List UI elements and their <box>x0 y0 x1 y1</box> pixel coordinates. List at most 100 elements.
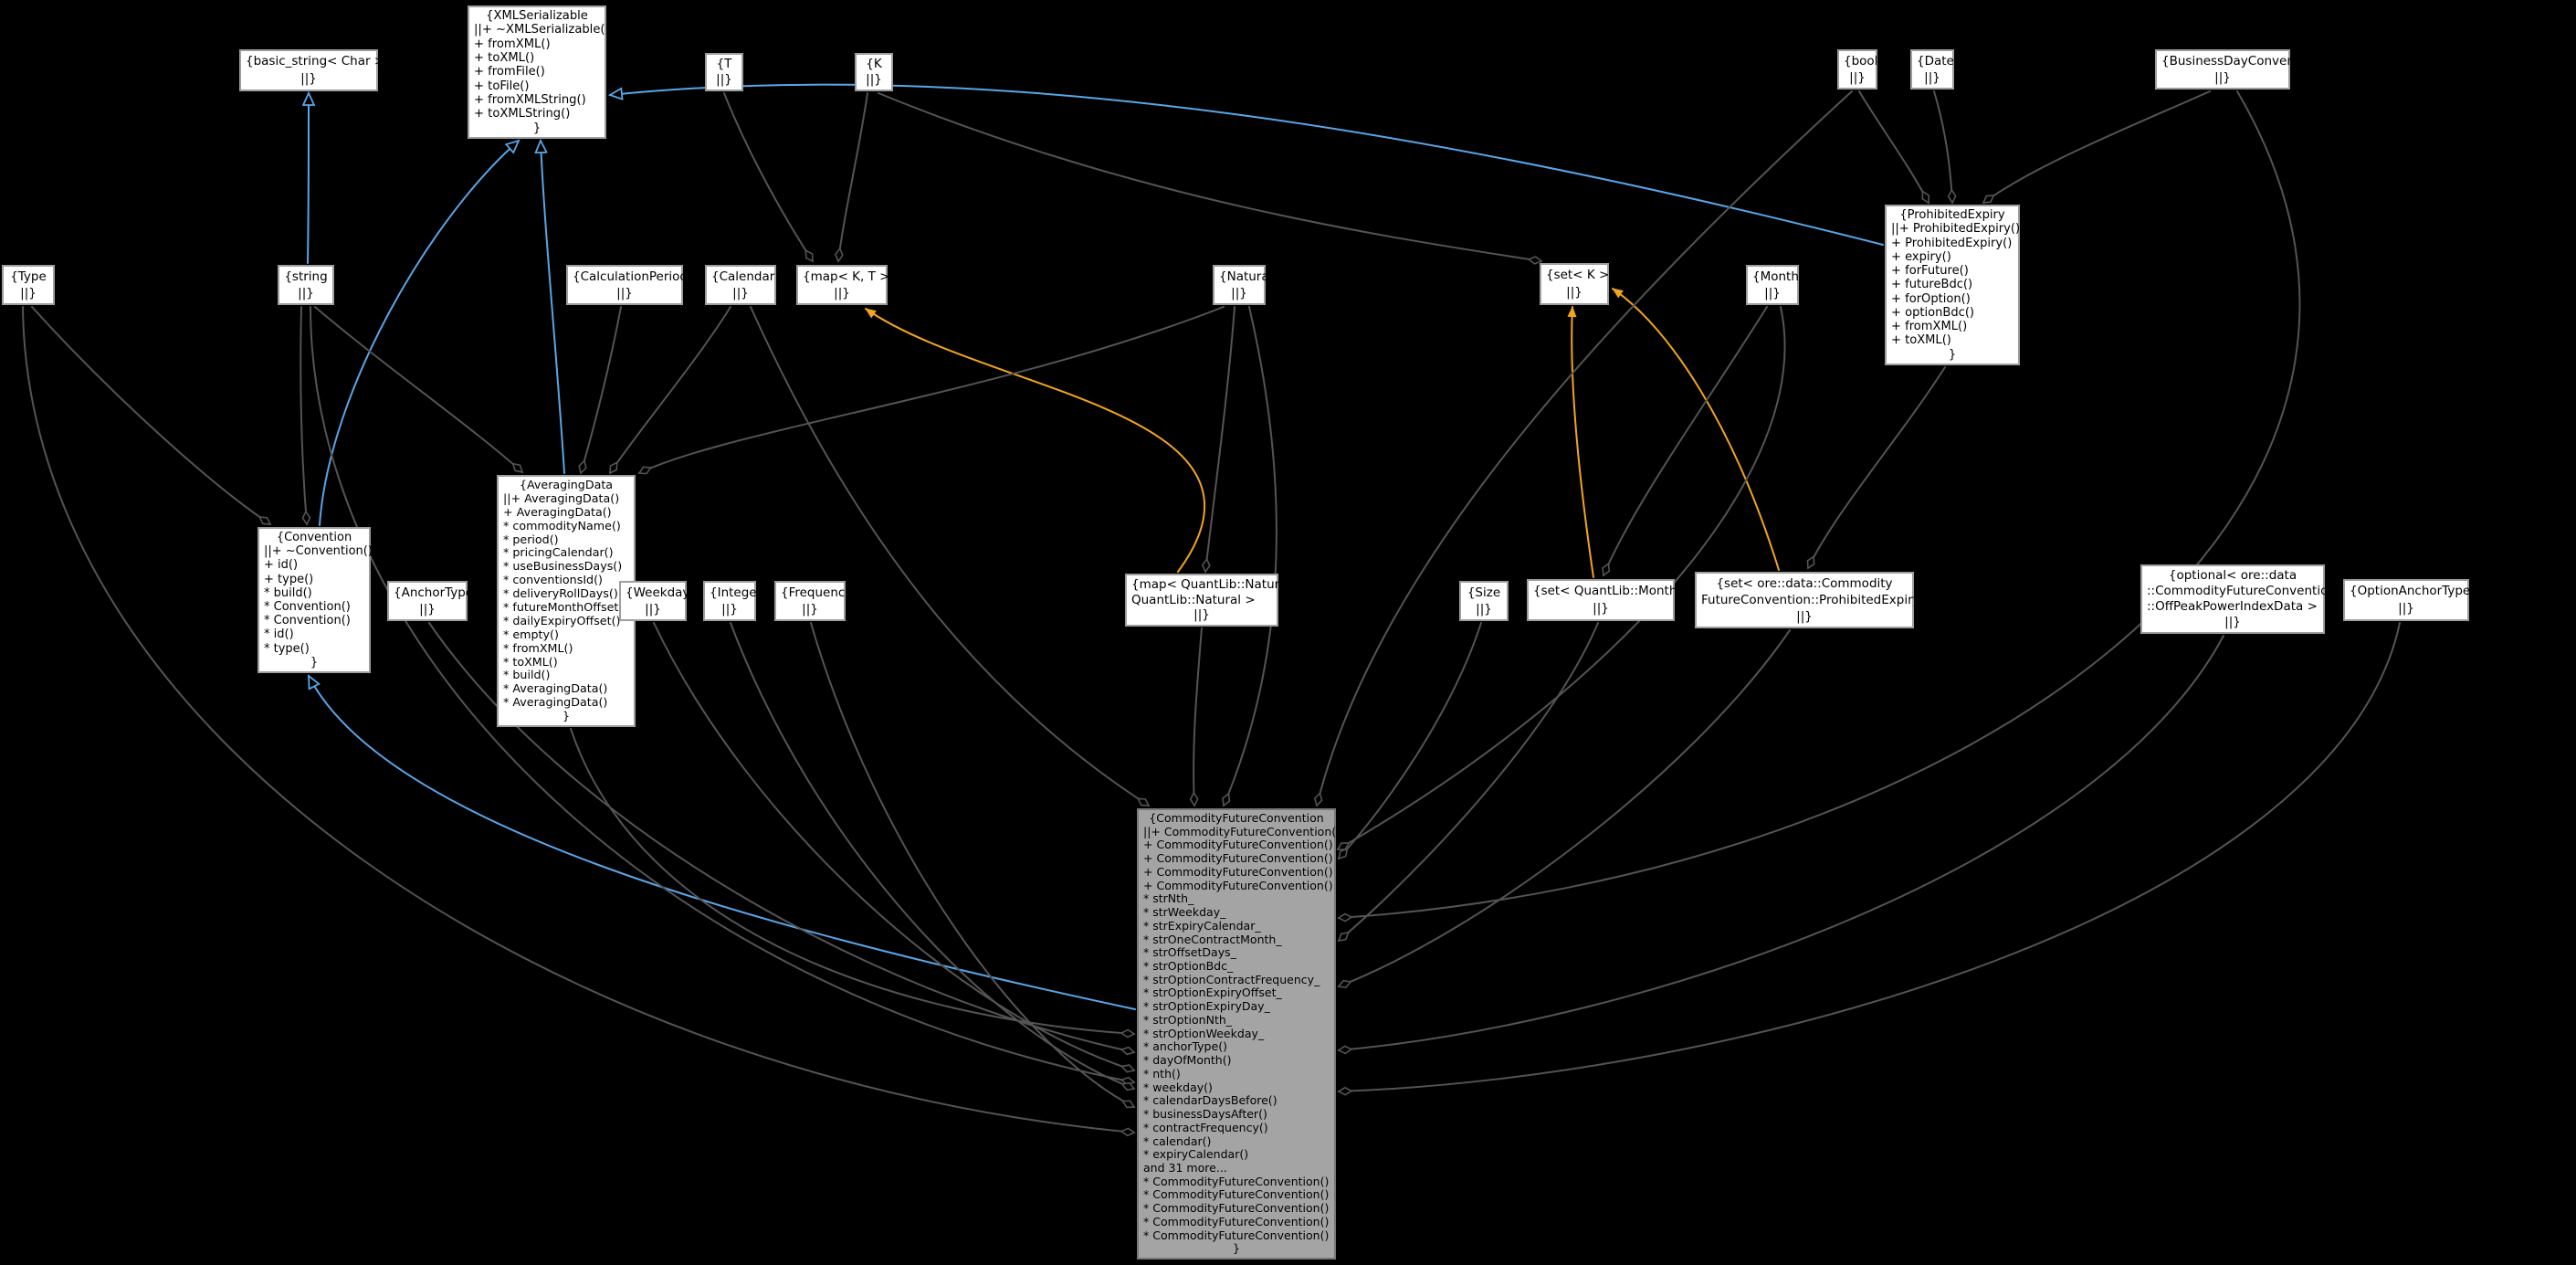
class-member: ||} <box>419 602 436 617</box>
usage-edge <box>22 306 1134 1133</box>
class-node-frequency[interactable]: {Frequency||} <box>774 581 852 621</box>
class-member: + fromXML() <box>1891 320 1968 334</box>
class-node-prohibitedexpiry[interactable]: {ProhibitedExpiry||+ ProhibitedExpiry()+… <box>1885 205 2020 365</box>
class-member: ||+ ~Convention() <box>264 544 373 559</box>
class-member: ||} <box>616 286 633 300</box>
class-title: {string <box>284 269 328 284</box>
class-member: * CommodityFutureConvention() <box>1143 1228 1330 1242</box>
class-title: {Date <box>1917 54 1954 69</box>
class-member: ||} <box>1593 601 1609 616</box>
class-member: * Convention() <box>264 614 351 628</box>
class-node-set-month[interactable]: {set< QuantLib::Month >||} <box>1527 579 1691 621</box>
class-node-calculationperiod[interactable]: {CalculationPeriod||} <box>566 265 688 305</box>
class-member: * toXML() <box>503 654 558 669</box>
class-title: {Integer <box>710 585 762 600</box>
class-member: ||} <box>20 286 37 300</box>
class-member: * expiryCalendar() <box>1143 1147 1249 1162</box>
class-node-xmlserializable[interactable]: {XMLSerializable||+ ~XMLSerializable()+ … <box>468 5 610 139</box>
class-member: * strOptionExpiryDay_ <box>1143 999 1270 1014</box>
class-member: * pricingCalendar() <box>503 545 614 560</box>
class-member: + expiry() <box>1891 249 1951 264</box>
class-member: + toXML() <box>474 51 535 65</box>
class-node-t-param[interactable]: {T||} <box>705 53 743 91</box>
class-member: ||} <box>721 602 738 617</box>
class-member: + optionBdc() <box>1891 305 1975 320</box>
class-member: * calendarDaysBefore() <box>1143 1093 1277 1108</box>
class-member: + forOption() <box>1891 291 1971 306</box>
class-node-optionanchortype[interactable]: {OptionAnchorType||} <box>2343 579 2470 621</box>
class-title: {T <box>716 57 732 71</box>
inheritance-edge <box>319 141 519 526</box>
class-member: * strOffsetDays_ <box>1143 945 1236 960</box>
class-title: {Natural <box>1219 269 1273 284</box>
class-member: * period() <box>503 532 559 546</box>
class-member: * strOptionNth_ <box>1143 1012 1233 1027</box>
class-title: {Month <box>1752 269 1799 284</box>
class-node-convention[interactable]: {Convention||+ ~Convention()+ id()+ type… <box>258 527 373 673</box>
class-node-month[interactable]: {Month ||} <box>1746 265 1799 305</box>
class-node-type[interactable]: {Type||} <box>2 265 55 305</box>
class-member: ||+ CommodityFutureConvention() <box>1143 824 1341 838</box>
class-member: * strOptionWeekday_ <box>1143 1026 1265 1040</box>
class-member: ||} <box>1764 286 1781 300</box>
class-member: ||} <box>1924 70 1940 85</box>
usage-edge <box>810 622 1134 1107</box>
class-node-averagingdata[interactable]: {AveragingData||+ AveragingData()+ Avera… <box>497 475 636 727</box>
class-node-date[interactable]: {Date||} <box>1910 49 1954 90</box>
class-node-weekday[interactable]: {Weekday||} <box>619 581 689 621</box>
class-node-integer[interactable]: {Integer ||} <box>703 581 762 621</box>
usage-edge <box>314 306 522 472</box>
usage-edge <box>570 728 1134 1034</box>
class-member: } <box>532 121 541 135</box>
class-member: + toXMLString() <box>474 107 571 121</box>
class-title: {set< ore::data::Commodity <box>1716 576 1893 591</box>
usage-edge <box>723 92 814 261</box>
class-node-set-k[interactable]: {set< K >||} <box>1540 263 1609 305</box>
class-member: ||} <box>645 602 661 617</box>
class-node-bool[interactable]: {bool||} <box>1837 49 1877 90</box>
class-member: * contractFrequency() <box>1143 1120 1268 1134</box>
class-node-size[interactable]: {Size||} <box>1459 581 1509 621</box>
class-member: * futureMonthOffset() <box>503 600 628 614</box>
class-title: {bool <box>1844 54 1878 69</box>
class-title: {CommodityFutureConvention <box>1149 810 1324 825</box>
class-member: ::CommodityFutureConvention <box>2147 584 2336 598</box>
usage-edge <box>838 92 868 261</box>
inheritance-edge <box>610 83 1884 246</box>
class-node-map-k-t[interactable]: {map< K, T >||} <box>796 265 889 305</box>
class-member: * weekday() <box>1143 1080 1213 1094</box>
class-member: ||} <box>1193 607 1210 623</box>
class-member: + fromFile() <box>474 65 545 79</box>
class-member: * useBusinessDays() <box>503 559 623 574</box>
class-member: * strOptionContractFrequency_ <box>1143 972 1320 986</box>
class-node-map-natural[interactable]: {map< QuantLib::Natural,QuantLib::Natura… <box>1125 574 1295 627</box>
class-node-string[interactable]: {string||} <box>278 265 334 305</box>
class-node-optional-offpeak[interactable]: {optional< ore::data::CommodityFutureCon… <box>2140 564 2336 634</box>
class-node-basic-string[interactable]: {basic_string< Char >||} <box>239 49 384 91</box>
usage-edge <box>1808 366 1946 568</box>
usage-edge <box>1205 306 1235 572</box>
class-member: * strOptionExpiryOffset_ <box>1143 986 1282 1000</box>
class-member: * conventionsId() <box>503 573 603 587</box>
class-member: * build() <box>264 585 312 600</box>
class-member: * id() <box>264 627 294 642</box>
class-node-calendar[interactable]: {Calendar||} <box>705 265 776 305</box>
class-member: ||+ AveragingData() <box>503 490 620 505</box>
class-node-k-param[interactable]: {K||} <box>855 53 893 91</box>
class-member: ||} <box>1231 286 1247 300</box>
class-member: QuantLib::Natural > <box>1131 592 1256 607</box>
class-node-commodityfutureconvention[interactable]: {CommodityFutureConvention||+ CommodityF… <box>1137 808 1341 1260</box>
class-member: * CommodityFutureConvention() <box>1143 1214 1330 1228</box>
class-title: {Convention <box>276 530 352 544</box>
class-node-natural[interactable]: {Natural ||} <box>1213 265 1273 305</box>
class-node-businessdayconvention[interactable]: {BusinessDayConvention||} <box>2155 49 2318 90</box>
class-member: * calendar() <box>1143 1133 1212 1148</box>
class-member: * businessDaysAfter() <box>1143 1107 1267 1122</box>
class-node-anchortype[interactable]: {AnchorType||} <box>387 581 473 621</box>
usage-edge <box>1858 90 1929 203</box>
class-member: and 31 more... <box>1143 1160 1227 1175</box>
usage-edge <box>300 306 307 524</box>
